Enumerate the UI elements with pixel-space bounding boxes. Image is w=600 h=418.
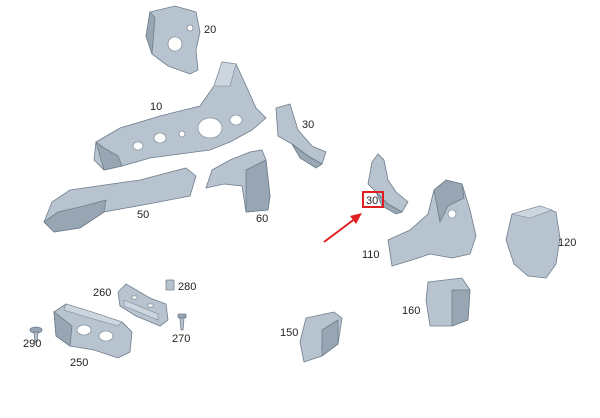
part-label-50: 50	[137, 209, 149, 221]
part-30-top-shape	[275, 103, 327, 169]
part-120-shape	[505, 205, 561, 279]
part-label-150: 150	[280, 327, 298, 339]
part-150-shape	[299, 311, 343, 363]
part-110-shape	[387, 179, 477, 267]
part-label-30-highlighted: 30	[366, 195, 378, 207]
part-label-60: 60	[256, 213, 268, 225]
part-250-shape	[53, 303, 133, 359]
part-260-shape	[117, 283, 169, 327]
part-270-shape	[177, 313, 187, 331]
part-label-120: 120	[558, 237, 576, 249]
part-10-shape	[93, 61, 267, 171]
part-label-20: 20	[204, 24, 216, 36]
part-label-270: 270	[172, 333, 190, 345]
part-290-shape	[29, 326, 43, 343]
highlight-box	[362, 191, 384, 208]
part-label-290: 290	[23, 338, 41, 350]
part-20-shape	[145, 5, 201, 75]
highlight-arrow	[323, 213, 362, 243]
part-30-mid-shape	[367, 153, 409, 215]
part-label-260: 260	[93, 287, 111, 299]
part-label-280: 280	[178, 281, 196, 293]
part-label-160: 160	[402, 305, 420, 317]
part-160-shape	[425, 277, 471, 327]
part-label-30-top: 30	[302, 119, 314, 131]
part-280-shape	[165, 279, 175, 291]
part-60-shape	[205, 149, 271, 213]
part-label-10: 10	[150, 101, 162, 113]
part-50-shape	[43, 167, 197, 233]
part-label-110: 110	[362, 249, 380, 261]
part-label-250: 250	[70, 357, 88, 369]
